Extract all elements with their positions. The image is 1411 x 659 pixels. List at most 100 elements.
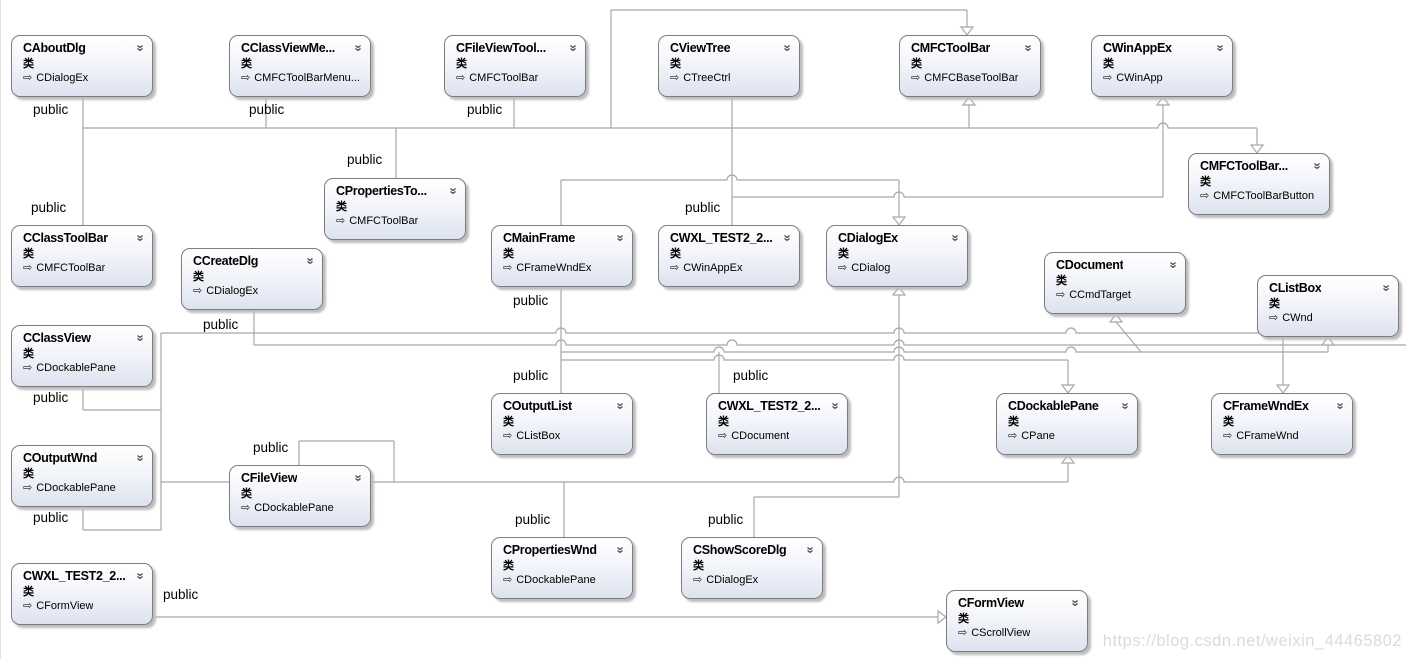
inheritance-arrow-icon: ⇨ bbox=[670, 72, 680, 84]
collapse-chevron-icon[interactable]: » bbox=[133, 44, 149, 52]
class-node[interactable]: CClassToolBar»类⇨CMFCToolBar bbox=[11, 225, 153, 287]
collapse-chevron-icon[interactable]: » bbox=[351, 44, 367, 52]
class-name: CDockablePane bbox=[1008, 399, 1099, 413]
class-name: CDocument bbox=[1056, 258, 1124, 272]
class-name: CClassViewMe... bbox=[241, 41, 335, 55]
collapse-chevron-icon[interactable]: » bbox=[1333, 402, 1349, 410]
class-node[interactable]: CDockablePane»类⇨CPane bbox=[996, 393, 1138, 455]
collapse-chevron-icon[interactable]: » bbox=[303, 257, 319, 265]
class-node[interactable]: CMFCToolBar...»类⇨CMFCToolBarButton bbox=[1188, 153, 1330, 215]
class-node[interactable]: CShowScoreDlg»类⇨CDialogEx bbox=[681, 537, 823, 599]
class-type-icon: 类 bbox=[1200, 176, 1211, 188]
class-name: CWXL_TEST2_2... bbox=[23, 569, 126, 583]
class-name: CCreateDlg bbox=[193, 254, 259, 268]
collapse-chevron-icon[interactable]: » bbox=[780, 234, 796, 242]
inheritance-arrow-icon: ⇨ bbox=[336, 215, 346, 227]
access-modifier-label: public bbox=[685, 200, 721, 215]
collapse-chevron-icon[interactable]: » bbox=[1379, 284, 1395, 292]
class-node[interactable]: CMFCToolBar»类⇨CMFCBaseToolBar bbox=[899, 35, 1041, 97]
class-type-icon: 类 bbox=[241, 488, 252, 500]
access-modifier-label: public bbox=[513, 368, 549, 383]
collapse-chevron-icon[interactable]: » bbox=[803, 546, 819, 554]
base-class-name: CDialogEx bbox=[206, 285, 259, 297]
class-name: CMFCToolBar... bbox=[1200, 159, 1288, 173]
class-node[interactable]: CClassViewMe...»类⇨CMFCToolBarMenu... bbox=[229, 35, 371, 97]
class-name: CWXL_TEST2_2... bbox=[670, 231, 773, 245]
class-node[interactable]: CFileViewTool...»类⇨CMFCToolBar bbox=[444, 35, 586, 97]
collapse-chevron-icon[interactable]: » bbox=[613, 546, 629, 554]
class-node[interactable]: CMainFrame»类⇨CFrameWndEx bbox=[491, 225, 633, 287]
inheritance-arrow-icon: ⇨ bbox=[718, 430, 728, 442]
inheritance-arrow-icon: ⇨ bbox=[503, 262, 513, 274]
class-node[interactable]: CListBox»类⇨CWnd bbox=[1257, 275, 1399, 337]
class-name: COutputWnd bbox=[23, 451, 98, 465]
base-class-name: CMFCToolBar bbox=[469, 72, 539, 84]
class-node[interactable]: CAboutDlg»类⇨CDialogEx bbox=[11, 35, 153, 97]
collapse-chevron-icon[interactable]: » bbox=[133, 334, 149, 342]
class-type-icon: 类 bbox=[503, 248, 514, 260]
class-node[interactable]: CWXL_TEST2_2...»类⇨CFormView bbox=[11, 563, 153, 625]
class-node[interactable]: CPropertiesTo...»类⇨CMFCToolBar bbox=[324, 178, 466, 240]
edge-top-route bbox=[610, 9, 968, 128]
class-node[interactable]: CFileView»类⇨CDockablePane bbox=[229, 465, 371, 527]
edge-winappex bbox=[731, 95, 1164, 225]
class-name: CFrameWndEx bbox=[1223, 399, 1309, 413]
base-class-name: CScrollView bbox=[971, 627, 1031, 639]
class-type-icon: 类 bbox=[1008, 416, 1019, 428]
class-name: CAboutDlg bbox=[23, 41, 86, 55]
inheritance-arrow-icon: ⇨ bbox=[1269, 312, 1279, 324]
collapse-chevron-icon[interactable]: » bbox=[1118, 402, 1134, 410]
collapse-chevron-icon[interactable]: » bbox=[780, 44, 796, 52]
class-node[interactable]: CWinAppEx»类⇨CWinApp bbox=[1091, 35, 1233, 97]
class-node[interactable]: CFormView»类⇨CScrollView bbox=[946, 590, 1088, 652]
access-modifier-label: public bbox=[33, 510, 69, 525]
class-name: CFileViewTool... bbox=[456, 41, 546, 55]
class-node[interactable]: CClassView»类⇨CDockablePane bbox=[11, 325, 153, 387]
collapse-chevron-icon[interactable]: » bbox=[351, 474, 367, 482]
class-node[interactable]: CFrameWndEx»类⇨CFrameWnd bbox=[1211, 393, 1353, 455]
inheritance-arrow-icon: ⇨ bbox=[1056, 289, 1066, 301]
class-type-icon: 类 bbox=[23, 468, 34, 480]
class-name: COutputList bbox=[503, 399, 572, 413]
collapse-chevron-icon[interactable]: » bbox=[446, 187, 462, 195]
watermark-url: https://blog.csdn.net/weixin_44465802 bbox=[1102, 632, 1402, 650]
base-class-name: CMFCToolBarMenu... bbox=[254, 72, 360, 84]
collapse-chevron-icon[interactable]: » bbox=[1166, 261, 1182, 269]
class-node[interactable]: CDialogEx»类⇨CDialog bbox=[826, 225, 968, 287]
class-type-icon: 类 bbox=[1223, 416, 1234, 428]
collapse-chevron-icon[interactable]: » bbox=[613, 402, 629, 410]
base-class-name: CTreeCtrl bbox=[683, 72, 731, 84]
collapse-chevron-icon[interactable]: » bbox=[1310, 162, 1326, 170]
collapse-chevron-icon[interactable]: » bbox=[828, 402, 844, 410]
class-name: CDialogEx bbox=[838, 231, 898, 245]
collapse-chevron-icon[interactable]: » bbox=[133, 454, 149, 462]
edge-dialogex-bottom bbox=[753, 295, 900, 537]
base-class-name: CWinAppEx bbox=[683, 262, 743, 274]
collapse-chevron-icon[interactable]: » bbox=[566, 44, 582, 52]
collapse-chevron-icon[interactable]: » bbox=[133, 234, 149, 242]
class-node[interactable]: CCreateDlg»类⇨CDialogEx bbox=[181, 248, 323, 310]
class-type-icon: 类 bbox=[670, 248, 681, 260]
class-node[interactable]: CPropertiesWnd»类⇨CDockablePane bbox=[491, 537, 633, 599]
class-node[interactable]: COutputWnd»类⇨CDockablePane bbox=[11, 445, 153, 507]
base-class-name: CDialogEx bbox=[36, 72, 89, 84]
collapse-chevron-icon[interactable]: » bbox=[1213, 44, 1229, 52]
collapse-chevron-icon[interactable]: » bbox=[948, 234, 964, 242]
base-class-name: CDockablePane bbox=[254, 502, 334, 514]
collapse-chevron-icon[interactable]: » bbox=[613, 234, 629, 242]
inherit-arrow-up-clistbox bbox=[1320, 336, 1336, 346]
class-type-icon: 类 bbox=[23, 586, 34, 598]
class-node[interactable]: CWXL_TEST2_2...»类⇨CDocument bbox=[706, 393, 848, 455]
class-node[interactable]: CWXL_TEST2_2...»类⇨CWinAppEx bbox=[658, 225, 800, 287]
class-type-icon: 类 bbox=[911, 58, 922, 70]
class-type-icon: 类 bbox=[503, 416, 514, 428]
collapse-chevron-icon[interactable]: » bbox=[133, 572, 149, 580]
class-node[interactable]: CViewTree»类⇨CTreeCtrl bbox=[658, 35, 800, 97]
class-type-icon: 类 bbox=[336, 201, 347, 213]
inheritance-arrow-icon: ⇨ bbox=[241, 502, 251, 514]
class-type-icon: 类 bbox=[193, 271, 204, 283]
class-node[interactable]: CDocument»类⇨CCmdTarget bbox=[1044, 252, 1186, 314]
class-node[interactable]: COutputList»类⇨CListBox bbox=[491, 393, 633, 455]
collapse-chevron-icon[interactable]: » bbox=[1068, 599, 1084, 607]
collapse-chevron-icon[interactable]: » bbox=[1021, 44, 1037, 52]
